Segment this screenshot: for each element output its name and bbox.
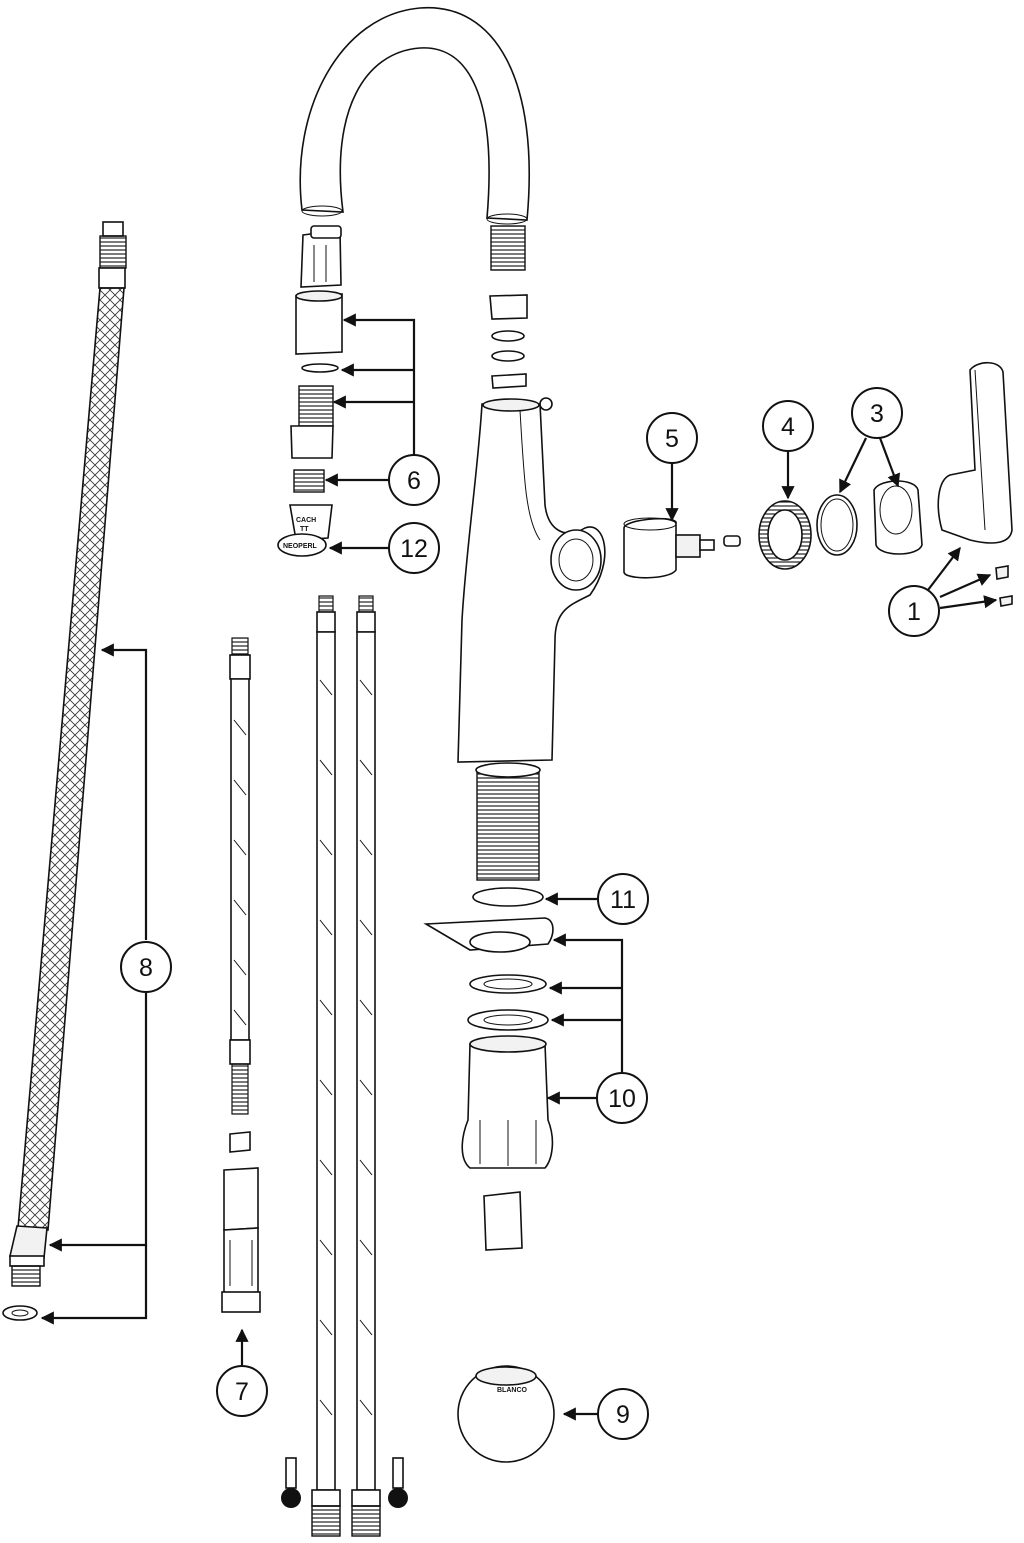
callout-1: 1 <box>888 585 940 637</box>
callout-8: 8 <box>120 941 172 993</box>
callout-8-label: 8 <box>139 954 153 982</box>
spray-head-parts: CACH TT NEOPERL <box>277 225 343 557</box>
supply-hoses <box>281 595 408 1537</box>
callout-10-label: 10 <box>608 1085 636 1113</box>
callout-7-label: 7 <box>235 1378 249 1406</box>
callout-1-label: 1 <box>907 598 921 626</box>
callout-4: 4 <box>762 400 814 452</box>
callout-12: 12 <box>388 522 440 574</box>
aerator-code2-text: TT <box>300 526 309 533</box>
spout-gooseneck <box>299 6 531 225</box>
spray-hose-connector <box>221 637 261 1313</box>
faucet-body <box>457 397 606 881</box>
callout-9-label: 9 <box>616 1401 630 1429</box>
counterweight-ball: BLANCO <box>457 1365 555 1463</box>
aerator-brand-text: NEOPERL <box>283 543 318 550</box>
callout-5-label: 5 <box>665 425 679 453</box>
callout-6-label: 6 <box>407 467 421 495</box>
callout-4-label: 4 <box>781 413 795 441</box>
callout-5: 5 <box>646 412 698 464</box>
handle <box>937 361 1013 607</box>
cartridge <box>623 517 741 579</box>
aerator-code-text: CACH <box>296 517 316 524</box>
callout-7: 7 <box>216 1365 268 1417</box>
bonnet-and-rings <box>758 480 923 570</box>
spout-adapters <box>489 225 528 389</box>
mounting-hardware <box>423 887 554 1251</box>
callout-11: 11 <box>597 873 649 925</box>
callout-11-label: 11 <box>610 886 636 914</box>
callout-6: 6 <box>388 454 440 506</box>
callout-3-label: 3 <box>870 400 884 428</box>
callout-10: 10 <box>596 1072 648 1124</box>
callout-9: 9 <box>597 1388 649 1440</box>
leader-lines <box>40 313 998 1421</box>
pull-down-hose <box>2 221 127 1321</box>
ball-brand-text: BLANCO <box>497 1387 527 1394</box>
callout-12-label: 12 <box>400 535 428 563</box>
callout-3: 3 <box>851 387 903 439</box>
